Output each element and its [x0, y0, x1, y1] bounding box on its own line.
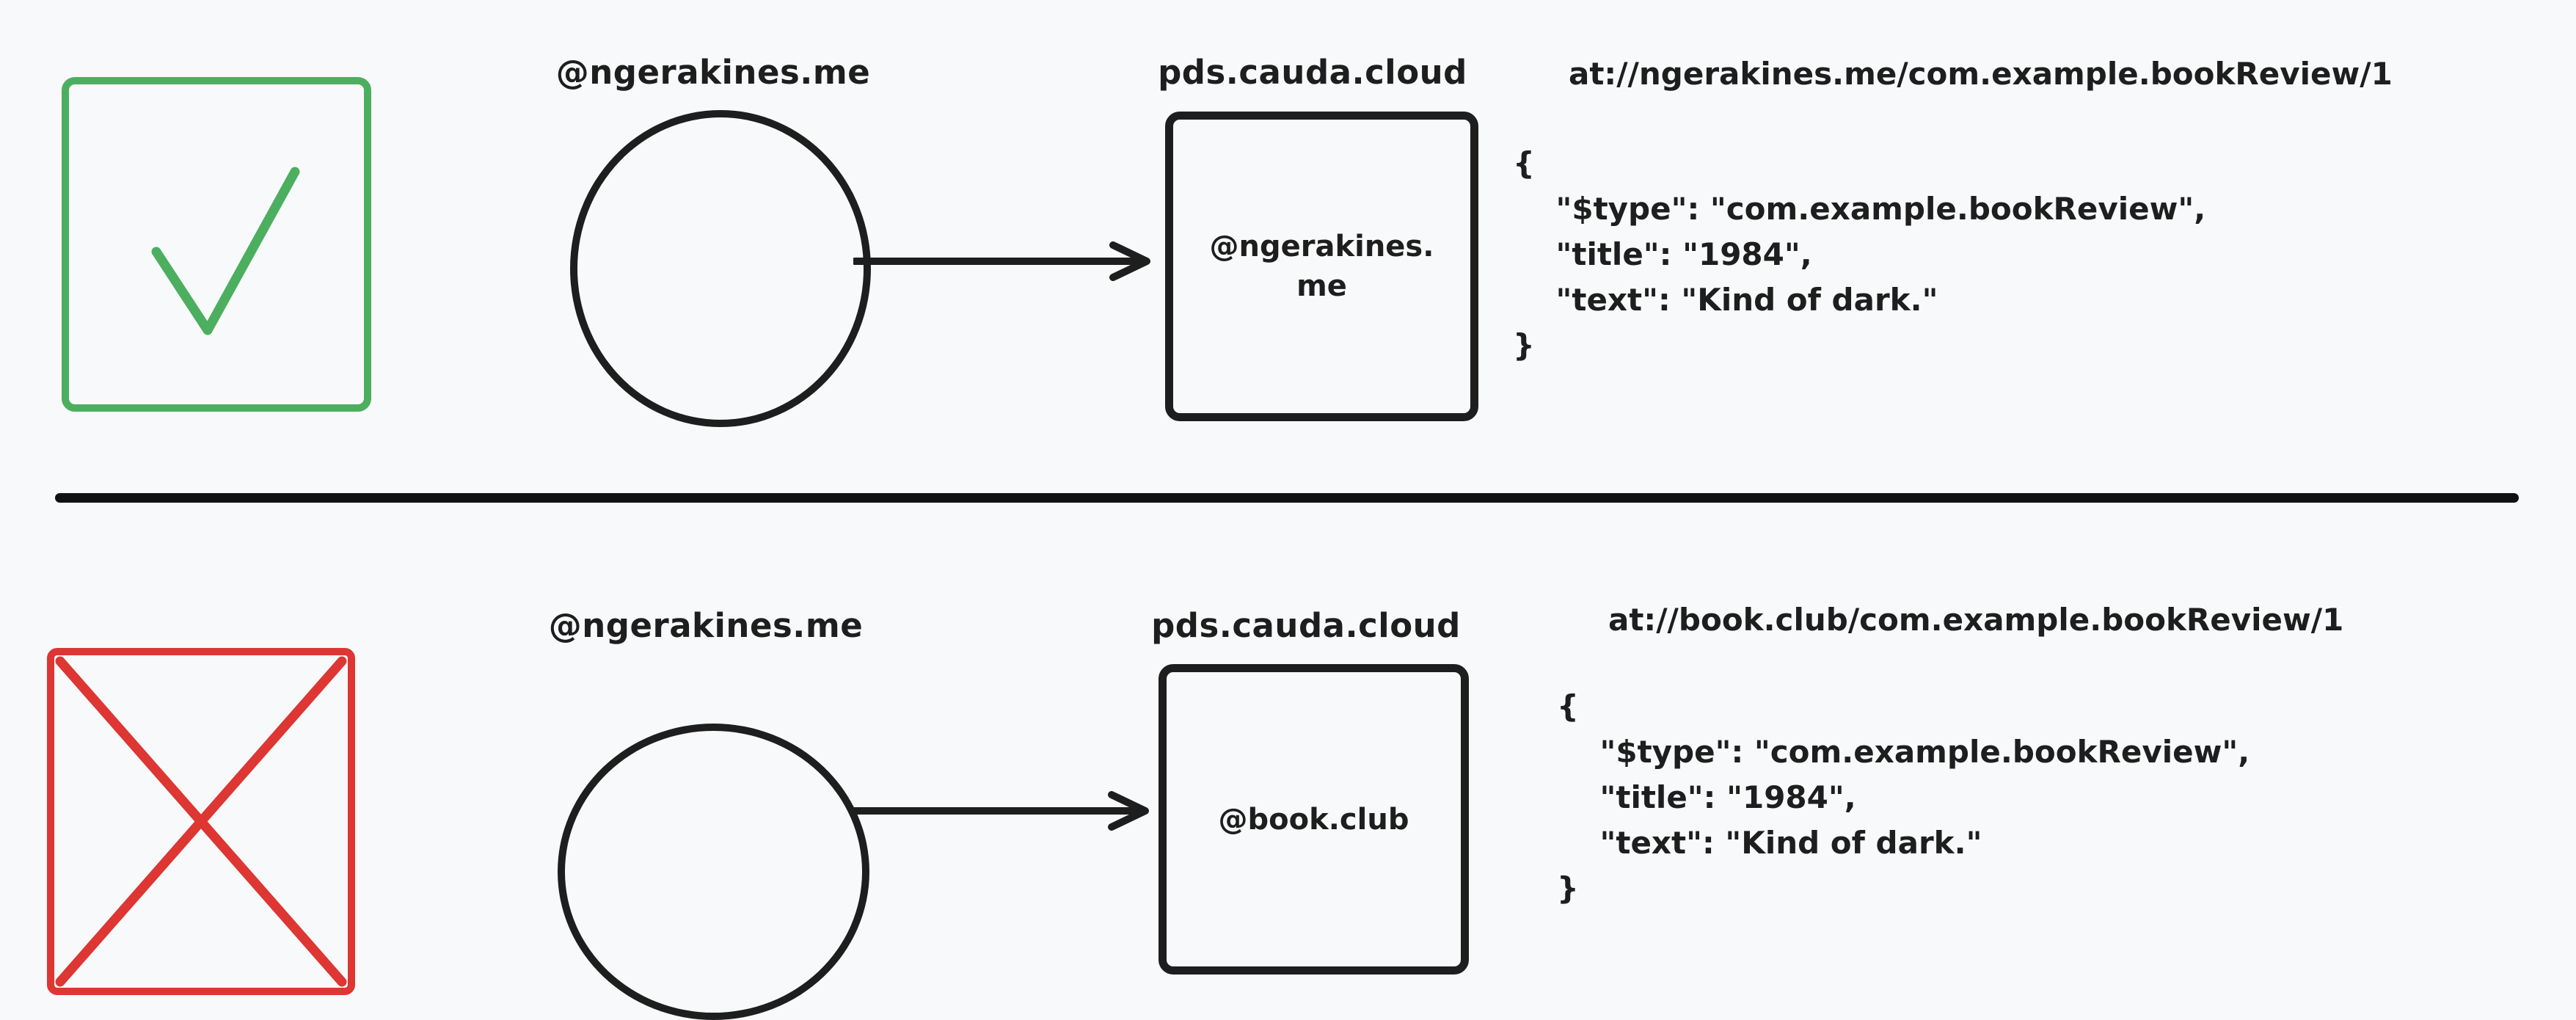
record-uri: at://ngerakines.me/com.example.bookRevie… [1569, 56, 2393, 92]
record-uri: at://book.club/com.example.bookReview/1 [1608, 602, 2344, 638]
pds-box: @book.club [1159, 664, 1469, 975]
invalid-status-box [47, 648, 355, 995]
valid-status-box [62, 77, 371, 412]
divider-line [55, 493, 2519, 503]
actor-handle-label: @ngerakines.me [555, 53, 871, 92]
actor-handle-label: @ngerakines.me [548, 606, 864, 645]
pds-box: @ngerakines. me [1165, 112, 1478, 421]
checkmark-icon [151, 167, 300, 335]
pds-host-label: pds.cauda.cloud [1151, 606, 1461, 645]
arrow-icon [853, 241, 1150, 281]
x-icon [55, 656, 347, 987]
pds-box-text: @ngerakines. me [1209, 230, 1434, 303]
actor-circle [558, 724, 869, 1020]
record-json: { "$type": "com.example.bookReview", "ti… [1557, 688, 2250, 906]
arrow-icon [852, 791, 1149, 831]
record-json: { "$type": "com.example.bookReview", "ti… [1513, 145, 2206, 363]
pds-box-text: @book.club [1218, 802, 1409, 837]
actor-circle [570, 110, 871, 427]
pds-host-label: pds.cauda.cloud [1158, 53, 1467, 92]
